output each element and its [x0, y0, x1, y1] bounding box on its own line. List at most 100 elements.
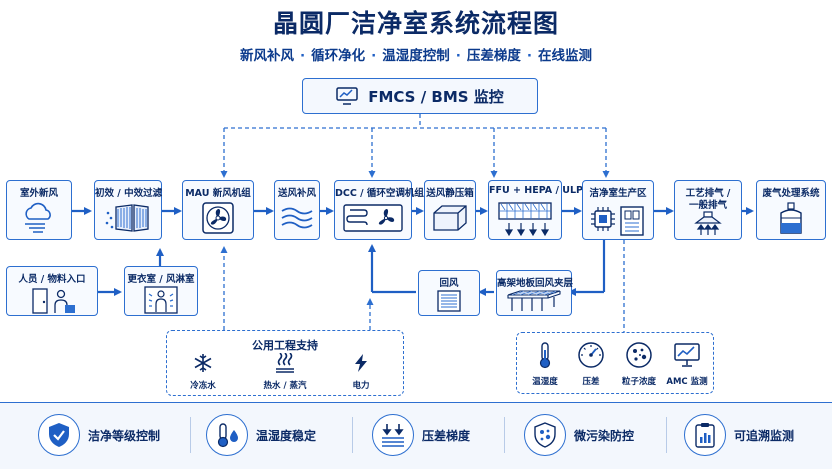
- node-dcc[interactable]: DCC / 循环空调机组: [334, 180, 424, 240]
- feature-traceable-monitoring: 可追溯监测: [684, 412, 794, 458]
- main-flow-arrows: [72, 207, 754, 296]
- subtitle-item: 在线监测: [538, 48, 593, 64]
- node-return-air[interactable]: 回风: [418, 270, 480, 316]
- feature-label: 洁净等级控制: [88, 428, 161, 443]
- node-label: 洁净室生产区: [589, 188, 647, 199]
- node-label: FFU + HEPA / ULPA: [489, 185, 590, 196]
- node-supply-makeup[interactable]: 送风补风: [274, 180, 320, 240]
- shield-particles-icon: [534, 422, 556, 448]
- subtitle-separator: ·: [526, 48, 533, 64]
- particles-icon: [626, 342, 652, 368]
- chip-tools-icon: [591, 206, 644, 236]
- node-mau[interactable]: MAU 新风机组: [182, 180, 254, 240]
- raised-floor-icon: [507, 290, 561, 311]
- node-gowning[interactable]: 更衣室 / 风淋室: [124, 266, 198, 316]
- node-prefilter[interactable]: 初效 / 中效过滤: [94, 180, 162, 240]
- utility-item-hot-water: 热水 / 蒸汽: [255, 352, 315, 391]
- ffu-filter-icon: [498, 202, 552, 237]
- door-person-icon: [32, 288, 75, 314]
- subtitle-item: 温湿度控制: [382, 48, 450, 64]
- box-icon: [433, 205, 467, 231]
- node-label: 送风静压箱: [426, 188, 474, 199]
- node-label: 工艺排气 /: [685, 188, 731, 199]
- cloud-wind-icon: [25, 202, 51, 233]
- steam-icon: [276, 352, 294, 373]
- feature-label: 微污染防控: [574, 428, 635, 443]
- node-label: 人员 / 物料入口: [18, 274, 86, 285]
- monitor-label: 温湿度: [532, 377, 558, 387]
- node-raised-floor[interactable]: 高架地板回风夹层: [496, 270, 574, 316]
- monitor-label: AMC 监测: [666, 377, 708, 387]
- fmcs-bms-node[interactable]: FMCS / BMS 监控: [302, 78, 538, 114]
- filter-icon: [105, 204, 149, 232]
- feature-divider: [504, 417, 505, 453]
- utility-label: 电力: [352, 381, 370, 391]
- node-cleanroom[interactable]: 洁净室生产区: [582, 180, 654, 240]
- feature-label: 压差梯度: [422, 428, 471, 443]
- node-waste-gas[interactable]: 废气处理系统: [756, 180, 826, 240]
- utility-label: 冷冻水: [190, 381, 216, 391]
- node-label-line2: 一般排气: [688, 200, 727, 211]
- thermometer-drop-icon: [217, 423, 238, 448]
- node-ffu[interactable]: FFU + HEPA / ULPA: [488, 180, 590, 240]
- subtitle-item: 压差梯度: [466, 48, 521, 64]
- pressure-arrows-icon: [382, 424, 404, 447]
- feature-temp-humidity: 温湿度稳定: [206, 412, 316, 458]
- monitor-label: 压差: [582, 377, 600, 387]
- exhaust-hood-icon: [694, 211, 722, 235]
- feature-label: 可追溯监测: [734, 428, 795, 443]
- utility-item-power: 电力: [331, 353, 391, 391]
- feature-pressure-gradient: 压差梯度: [372, 412, 470, 458]
- node-label: DCC / 循环空调机组: [335, 188, 424, 199]
- feature-label: 温湿度稳定: [256, 428, 317, 443]
- feature-divider: [666, 417, 667, 453]
- coil-fan-icon: [343, 204, 403, 232]
- node-label: 废气处理系统: [762, 188, 820, 199]
- subtitle-separator: ·: [455, 48, 461, 64]
- node-label: 送风补风: [277, 188, 316, 199]
- monitoring-dashed-lines: [220, 114, 625, 332]
- subtitle-separator: ·: [371, 48, 377, 64]
- features-footer: 洁净等级控制 温湿度稳定 压差梯度: [0, 402, 832, 469]
- feature-contamination-control: 微污染防控: [524, 412, 634, 458]
- node-entry[interactable]: 人员 / 物料入口: [6, 266, 98, 316]
- shield-check-icon: [49, 423, 69, 447]
- clipboard-chart-icon: [695, 423, 715, 448]
- thermometer-icon: [539, 342, 551, 369]
- subtitle-item: 新风补风: [239, 48, 294, 64]
- monitor-item-amc: AMC 监测: [663, 341, 711, 387]
- subtitle-separator: ·: [299, 48, 306, 64]
- monitor-chart-icon: [674, 343, 700, 367]
- node-label: 高架地板回风夹层: [497, 278, 574, 289]
- airflow-icon: [281, 207, 313, 229]
- node-label: MAU 新风机组: [185, 188, 251, 199]
- node-label: 回风: [439, 278, 459, 289]
- fmcs-label: FMCS / BMS 监控: [368, 87, 504, 106]
- feature-cleanliness-control: 洁净等级控制: [38, 412, 160, 458]
- snowflake-icon: [194, 354, 212, 372]
- node-exhaust[interactable]: 工艺排气 / 一般排气: [674, 180, 742, 240]
- node-label: 更衣室 / 风淋室: [127, 274, 195, 285]
- lightning-icon: [355, 354, 367, 372]
- monitor-item-pressure: 压差: [567, 341, 615, 387]
- gauge-icon: [578, 342, 604, 368]
- utilities-title: 公用工程支持: [252, 339, 318, 352]
- monitor-chart-icon: [336, 87, 358, 105]
- monitoring-box: 温湿度 压差 粒子浓度 AMC 监测: [516, 332, 714, 394]
- node-label: 初效 / 中效过滤: [95, 188, 163, 199]
- page-title: 晶圆厂洁净室系统流程图: [272, 9, 559, 38]
- air-shower-icon: [144, 286, 178, 314]
- utility-label: 热水 / 蒸汽: [263, 381, 307, 391]
- feature-divider: [190, 417, 191, 453]
- node-outdoor-air[interactable]: 室外新风: [6, 180, 72, 240]
- utilities-box: 公用工程支持 冷冻水 热水 / 蒸汽 电力: [166, 330, 404, 396]
- node-label: 室外新风: [19, 188, 58, 199]
- monitor-item-particles: 粒子浓度: [615, 341, 663, 387]
- subtitle-item: 循环净化: [311, 48, 366, 64]
- monitor-label: 粒子浓度: [621, 377, 656, 387]
- scrubber-icon: [780, 202, 802, 234]
- monitor-item-temp-humidity: 温湿度: [521, 341, 569, 387]
- page-subtitle: 新风补风 · 循环净化 · 温湿度控制 · 压差梯度 · 在线监测: [0, 44, 832, 64]
- node-plenum[interactable]: 送风静压箱: [424, 180, 476, 240]
